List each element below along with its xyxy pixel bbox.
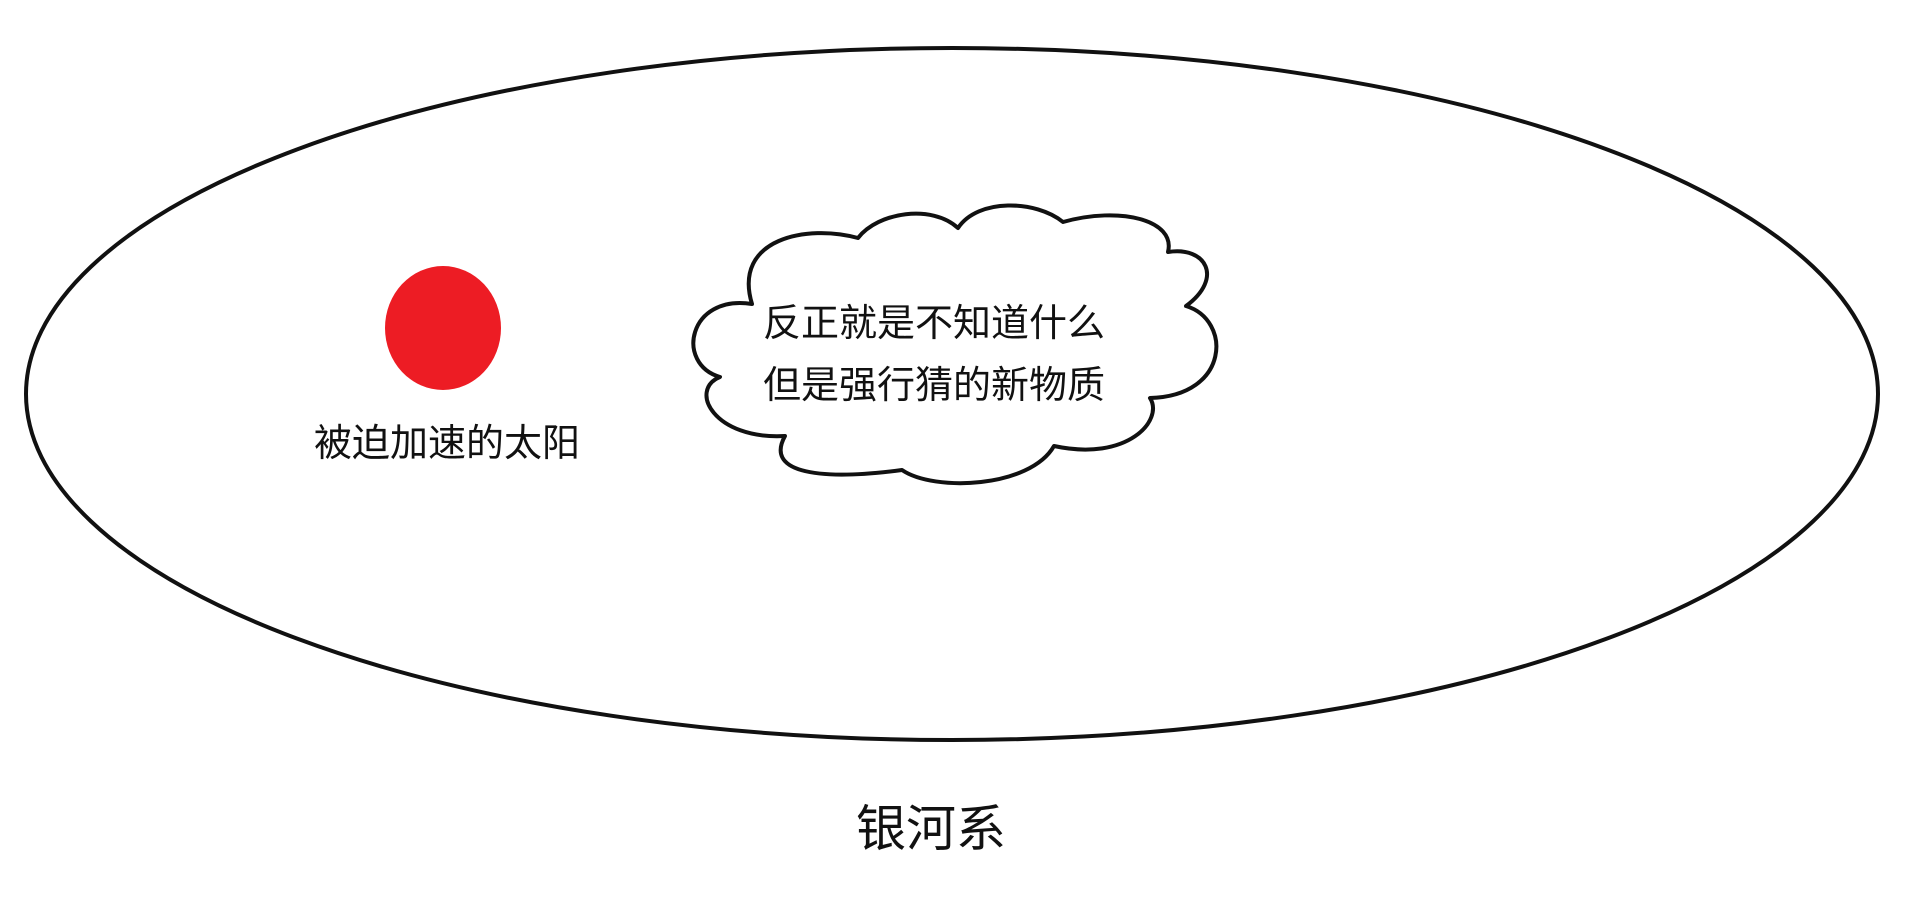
galaxy-ellipse — [24, 46, 1880, 742]
thought-cloud — [691, 203, 1219, 486]
galaxy-label: 银河系 — [856, 800, 1006, 858]
cloud-text-line-2: 但是强行猜的新物质 — [763, 363, 1106, 407]
sun-dot — [385, 266, 501, 390]
cloud-text-line-1: 反正就是不知道什么 — [763, 301, 1106, 345]
sun-label: 被迫加速的太阳 — [314, 421, 581, 465]
